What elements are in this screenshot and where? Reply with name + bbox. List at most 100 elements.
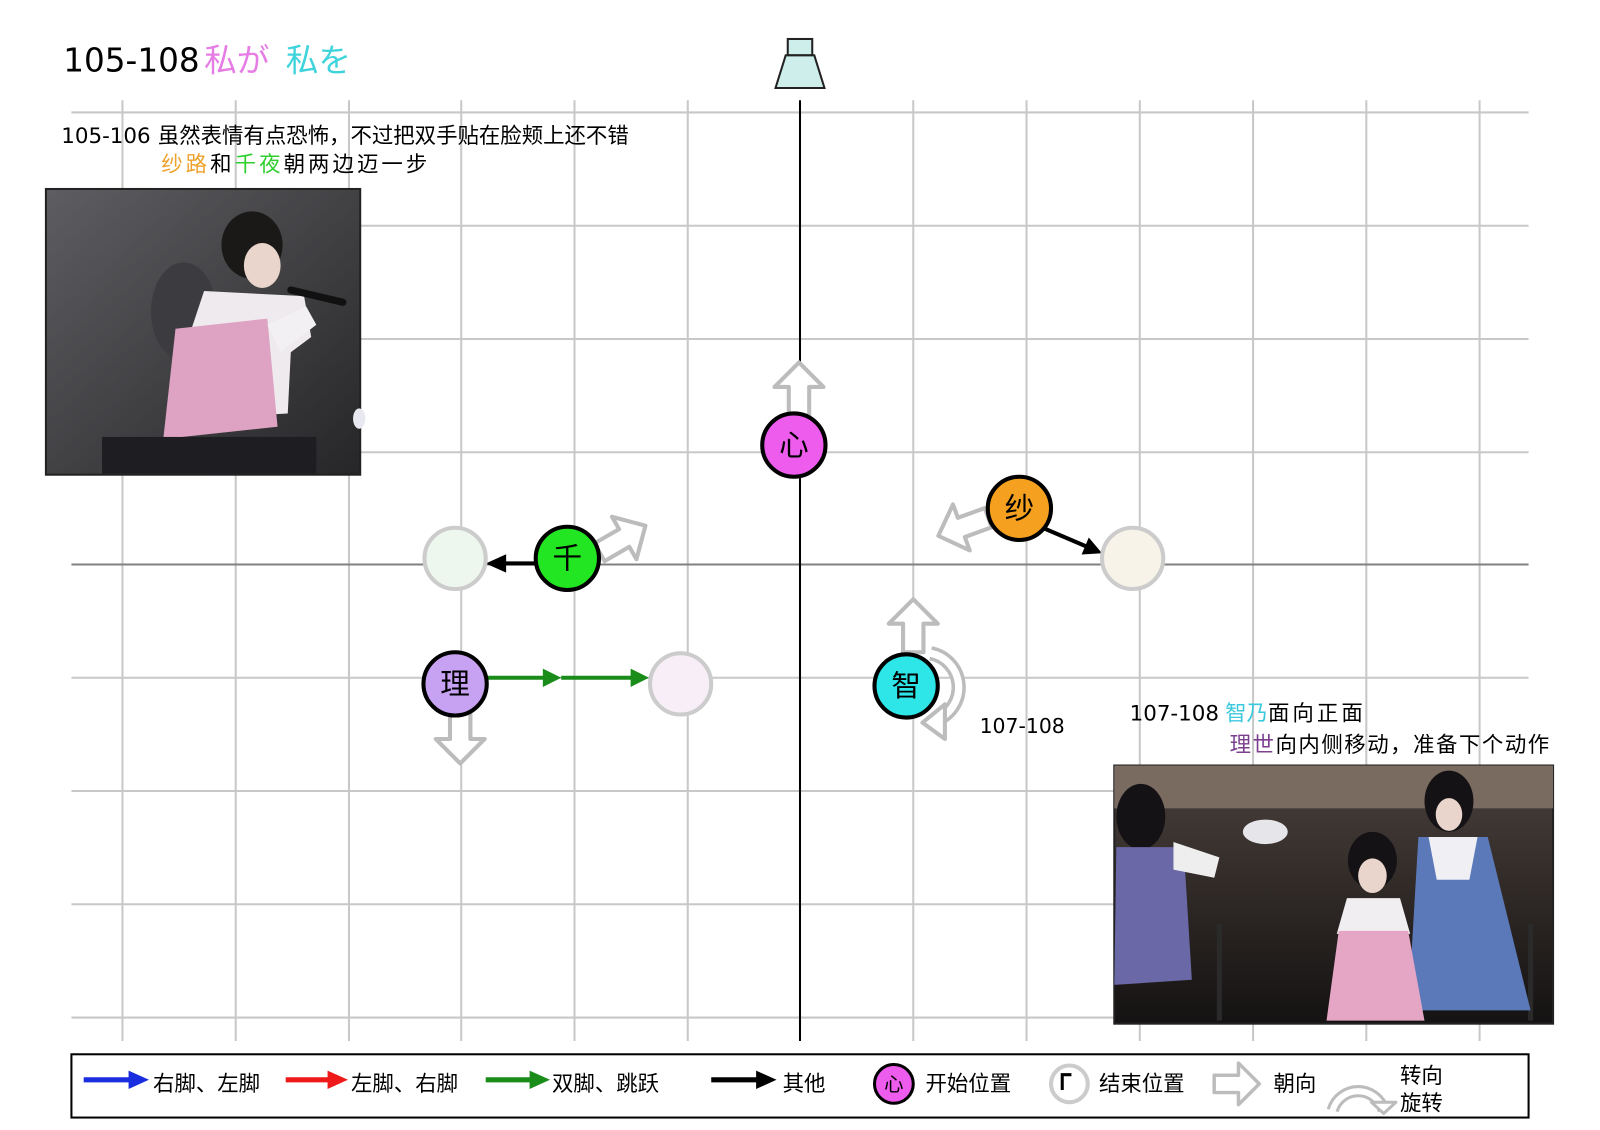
photo-face xyxy=(1358,858,1387,894)
performance-photo-1 xyxy=(44,187,366,476)
start-position-circle xyxy=(533,524,602,593)
facing-arrow-icon xyxy=(1212,1061,1262,1107)
move-arrow-sharo xyxy=(1044,526,1103,555)
arrow-head xyxy=(327,1070,348,1089)
photo-pink-dress xyxy=(1326,930,1425,1021)
arrow-head xyxy=(128,1070,149,1089)
character-marker-xin: 心 xyxy=(760,411,828,479)
note-section-2-line-2: 理世向内侧移动，准备下个动作 xyxy=(1230,733,1551,758)
character-glyph: 千 xyxy=(553,542,583,576)
photo-blue-dress xyxy=(1408,836,1531,1011)
legend-label-start-position: 开始位置 xyxy=(926,1072,1012,1097)
photo-shirt xyxy=(1336,898,1411,934)
photo-hair xyxy=(1116,783,1166,850)
legend: 右脚、左脚 左脚、右脚 双脚、跳跃 其他 心 开始位置 结束位置 朝向 xyxy=(70,1053,1530,1119)
title-range: 105-108 xyxy=(63,42,199,80)
end-position-mark xyxy=(1060,1073,1072,1090)
note-section-1-range: 105-106 xyxy=(61,124,150,149)
legend-label-rotate: 旋转 xyxy=(1400,1091,1443,1116)
facing-arrow-icon xyxy=(433,708,487,766)
facing-arrow-icon xyxy=(772,360,826,418)
title-lyric-2: 私を xyxy=(286,42,351,80)
photo-blouse xyxy=(1428,836,1478,880)
arrow-head xyxy=(756,1070,777,1089)
legend-arrow-right-left-foot xyxy=(83,1070,149,1089)
end-position-icon xyxy=(422,525,1166,717)
photo-microphone xyxy=(287,286,347,306)
character-glyph: 心 xyxy=(779,428,809,462)
note-conjunction: 和 xyxy=(210,153,234,178)
legend-label-right-left-foot: 右脚、左脚 xyxy=(153,1072,260,1097)
legend-box xyxy=(70,1053,1530,1119)
note-section-1-line-1: 105-106 虽然表情有点恐怖，不过把双手贴在脸颊上还不错 xyxy=(61,124,629,149)
note-section-1-text: 虽然表情有点恐怖，不过把双手贴在脸颊上还不错 xyxy=(158,124,629,149)
character-glyph: 智 xyxy=(891,669,921,703)
legend-label-turn: 转向 xyxy=(1400,1064,1443,1089)
performance-photo-2 xyxy=(1113,764,1555,1025)
character-marker-qian: 千 xyxy=(533,524,602,593)
legend-arrow-both-feet-jump xyxy=(485,1070,550,1089)
legend-label-other: 其他 xyxy=(783,1072,826,1097)
rotation-arrow-icon xyxy=(920,646,966,742)
note-name-chiya: 千夜 xyxy=(235,153,284,178)
end-position-icon xyxy=(1048,1063,1090,1105)
arrow-head xyxy=(1081,537,1103,555)
title-lyric-1: 私が xyxy=(204,42,269,80)
legend-label-end-position: 结束位置 xyxy=(1099,1072,1185,1097)
photo-purple-dress xyxy=(1114,847,1192,985)
start-position-circle xyxy=(872,652,940,720)
end-position-ring xyxy=(1048,1063,1090,1105)
character-marker-sha: 纱 xyxy=(985,474,1054,543)
photo-face xyxy=(243,243,281,288)
note-name-chino: 智乃 xyxy=(1225,702,1268,727)
photo-light xyxy=(353,408,366,429)
legend-arrow-left-right-foot xyxy=(285,1070,348,1089)
photo-face xyxy=(1435,798,1463,831)
note-section-1-line-2: 纱路和千夜朝两边迈一步 xyxy=(161,153,430,178)
facing-arrows xyxy=(433,360,994,766)
move-arrow-chiya xyxy=(485,554,535,573)
stage-front-icon xyxy=(774,37,826,89)
note-action-face-front: 面向正面 xyxy=(1268,702,1366,727)
move-arrow-rize xyxy=(487,668,649,687)
character-glyph: 理 xyxy=(440,667,470,701)
start-position-circle xyxy=(421,650,489,718)
legend-arrow-other xyxy=(711,1070,777,1089)
note-name-sharo: 纱路 xyxy=(161,153,210,178)
stage-marker-top xyxy=(786,37,814,57)
photo-back-wall xyxy=(1114,765,1554,809)
legend-label-both-feet-jump: 双脚、跳跃 xyxy=(552,1072,659,1097)
end-position-chiya xyxy=(422,525,488,592)
arrow-head xyxy=(529,1070,550,1089)
turn-label: 107-108 xyxy=(980,714,1065,738)
arrow-head xyxy=(630,668,649,687)
character-marker-zhi: 智 xyxy=(872,652,940,720)
arrow-shaft xyxy=(1044,526,1088,549)
rotation-arrow-icon xyxy=(1326,1085,1398,1115)
stage-marker-base xyxy=(774,54,826,89)
legend-start-glyph: 心 xyxy=(884,1073,903,1096)
legend-start-marker: 心 xyxy=(872,1062,915,1105)
arrow-head xyxy=(485,554,507,573)
start-position-circle xyxy=(760,411,828,479)
note-section-2-range: 107-108 xyxy=(1130,702,1219,727)
character-glyph: 纱 xyxy=(1005,492,1035,526)
end-position-rize xyxy=(647,651,714,717)
note-action-move-inward: 向内侧移动，准备下个动作 xyxy=(1275,733,1550,758)
photo-arm xyxy=(267,306,317,353)
photo-sleeve xyxy=(1173,842,1220,878)
start-position-circle xyxy=(985,474,1054,543)
legend-label-facing: 朝向 xyxy=(1273,1072,1316,1097)
start-position-icon xyxy=(872,1062,915,1105)
note-name-rize: 理世 xyxy=(1230,733,1276,758)
facing-arrow-icon xyxy=(886,597,940,655)
end-position-sharo xyxy=(1100,525,1166,592)
photo-pink-vest xyxy=(163,318,278,439)
arrow-head xyxy=(542,668,562,687)
photo-prop xyxy=(1242,819,1288,845)
rotation-arrow-head xyxy=(920,702,947,742)
legend-label-left-right-foot: 左脚、右脚 xyxy=(351,1072,458,1097)
